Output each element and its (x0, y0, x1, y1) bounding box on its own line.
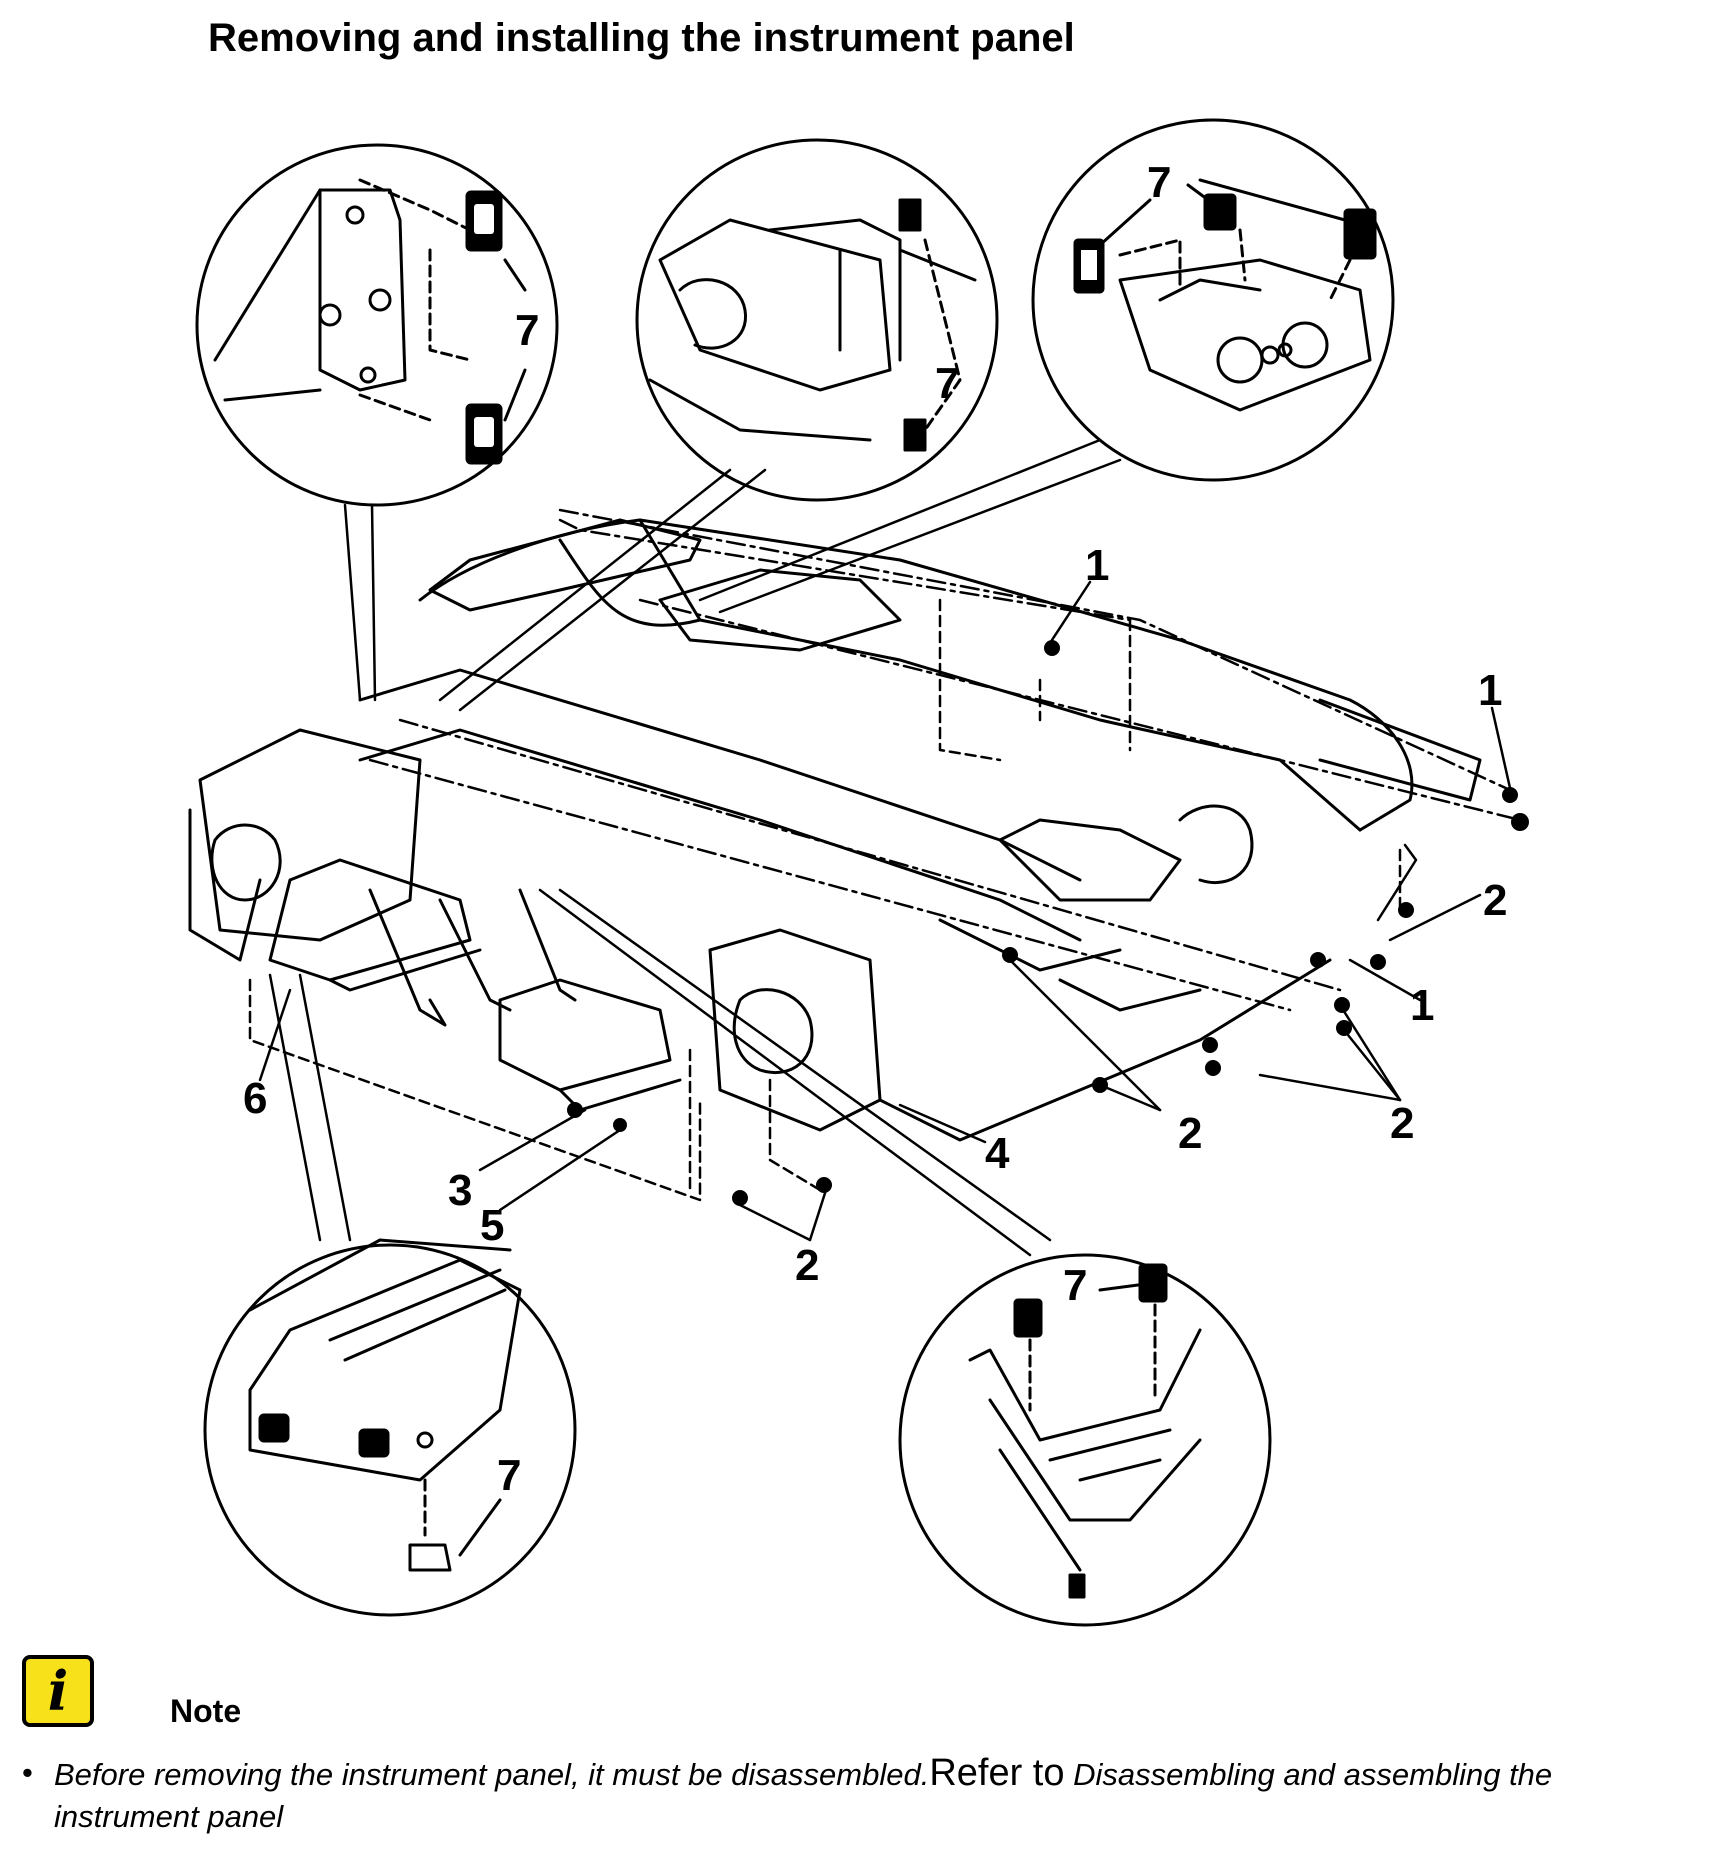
cross-reference-link[interactable]: Disassembling and assembling the instrum… (54, 1757, 1553, 1834)
screw-icon (1044, 640, 1060, 656)
screw-icon (1502, 787, 1518, 803)
dashed-leader-lines (248, 598, 1402, 1202)
screw-icon (1370, 954, 1386, 970)
page-title: Removing and installing the instrument p… (208, 16, 1075, 60)
alignment-lines (368, 508, 1522, 1012)
callout-7: 7 (515, 306, 539, 355)
callout-4: 4 (985, 1129, 1010, 1178)
detail-circle-top-center (635, 138, 999, 502)
screw-icon (816, 1177, 832, 1193)
screw-icon (1398, 902, 1414, 918)
note-list: • Before removing the instrument panel, i… (22, 1752, 1702, 1838)
screw-icon (1202, 1037, 1218, 1053)
callout-2: 2 (795, 1241, 819, 1290)
screw-icon (1334, 997, 1350, 1013)
callout-1: 1 (1085, 541, 1109, 590)
callout-2: 2 (1390, 1099, 1414, 1148)
fasteners (567, 640, 1529, 1206)
detail-circle-top-left (195, 143, 559, 507)
screw-icon (1511, 813, 1529, 831)
screw-icon (1310, 952, 1326, 968)
screw-icon (1002, 947, 1018, 963)
screw-icon (732, 1190, 748, 1206)
instrument-panel-assembly (188, 518, 1482, 1142)
detail-circle-top-right (1031, 118, 1395, 482)
callout-1: 1 (1410, 981, 1434, 1030)
detail-circle-bottom-left (203, 1238, 577, 1617)
callout-7: 7 (1063, 1261, 1087, 1310)
callout-6: 6 (243, 1074, 267, 1123)
note-item: • Before removing the instrument panel, i… (22, 1752, 1702, 1838)
callout-7: 7 (497, 1451, 521, 1500)
callout-2: 2 (1483, 876, 1507, 925)
callout-1: 1 (1478, 666, 1502, 715)
callout-3: 3 (448, 1166, 472, 1215)
callout-7: 7 (1147, 158, 1171, 207)
callout-labels: 1 1 1 2 2 2 2 3 4 5 6 7 7 7 7 7 (243, 158, 1507, 1500)
callout-2: 2 (1178, 1109, 1202, 1158)
bullet-icon: • (22, 1755, 33, 1790)
screw-icon (613, 1118, 627, 1132)
screw-icon (1336, 1020, 1352, 1036)
screw-icon (1205, 1060, 1221, 1076)
note-label: Note (170, 1693, 242, 1729)
callout-5: 5 (480, 1201, 504, 1250)
callout-leaders (258, 438, 1512, 1257)
note-text: Before removing the instrument panel, it… (54, 1757, 930, 1792)
callout-7: 7 (935, 359, 959, 408)
detail-circle-bottom-right (898, 1253, 1272, 1627)
info-icon: i (22, 1655, 94, 1727)
refer-to-label: Refer to (929, 1752, 1065, 1794)
